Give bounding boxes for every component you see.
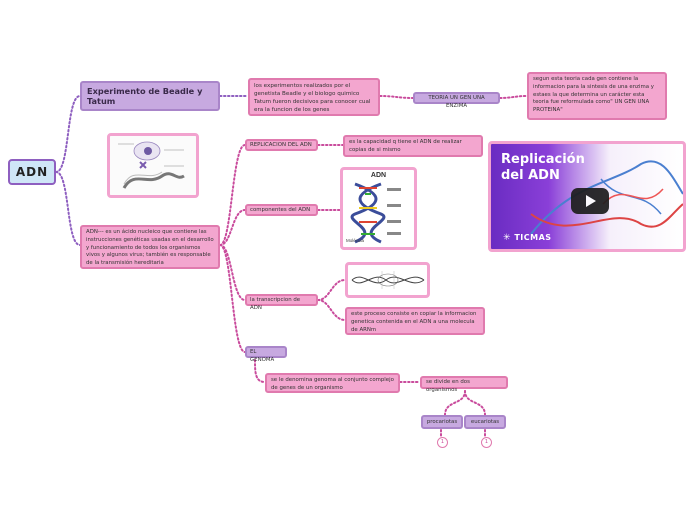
node-transcripcion[interactable]: la transcripcion de ADN <box>245 294 318 311</box>
connector-root-definition <box>55 171 81 246</box>
video-title: Replicación del ADN <box>501 152 585 183</box>
image-adn-molecule: ADN Molécula <box>340 167 417 250</box>
badge-eucariotas-count[interactable]: 1 <box>481 437 492 448</box>
brand-logo-icon: ✳ <box>503 233 512 243</box>
node-transcripcion-description[interactable]: este proceso consiste en copiar la infor… <box>345 307 485 335</box>
node-teoria-description[interactable]: segun esta teoria cada gen contiene la i… <box>527 72 667 120</box>
node-teoria-un-gen[interactable]: TEORIA UN GEN UNA ENZIMA <box>413 92 500 109</box>
node-divide-organismos[interactable]: se divide en dos organismos <box>420 376 508 393</box>
node-adn-definition[interactable]: ADN--- es un ácido nucleico que contiene… <box>80 225 220 269</box>
image-transcription <box>345 262 430 298</box>
image-cell-chromosome <box>107 133 199 198</box>
node-replicacion-description[interactable]: es la capacidad q tiene el ADN de realiz… <box>343 135 483 157</box>
adn-image-title: ADN <box>370 172 387 179</box>
node-genoma-description[interactable]: se le denomina genoma al conjunto comple… <box>265 373 400 393</box>
dna-helix-graphic <box>530 160 683 235</box>
root-node-adn[interactable]: ADN <box>8 159 56 185</box>
video-thumbnail-replicacion[interactable]: Replicación del ADN ✳ TICMAS <box>488 141 686 252</box>
connector-root-beadle <box>55 95 81 173</box>
badge-procariotas-count[interactable]: 1 <box>437 437 448 448</box>
video-brand: ✳ TICMAS <box>503 233 552 243</box>
play-button[interactable] <box>571 188 609 214</box>
play-icon <box>586 195 596 207</box>
adn-image-caption: Molécula <box>346 238 365 243</box>
node-componentes[interactable]: componentes del ADN <box>245 204 318 216</box>
node-beadle-title[interactable]: Experimento de Beadle y Tatum <box>80 81 220 111</box>
node-eucariotas[interactable]: eucariotas <box>464 415 506 429</box>
node-genoma[interactable]: EL GENOMA <box>245 346 287 363</box>
node-beadle-description[interactable]: los experimentos realizados por el genet… <box>248 78 380 116</box>
node-procariotas[interactable]: procariotas <box>421 415 463 429</box>
node-replicacion[interactable]: REPLICACION DEL ADN <box>245 139 318 151</box>
